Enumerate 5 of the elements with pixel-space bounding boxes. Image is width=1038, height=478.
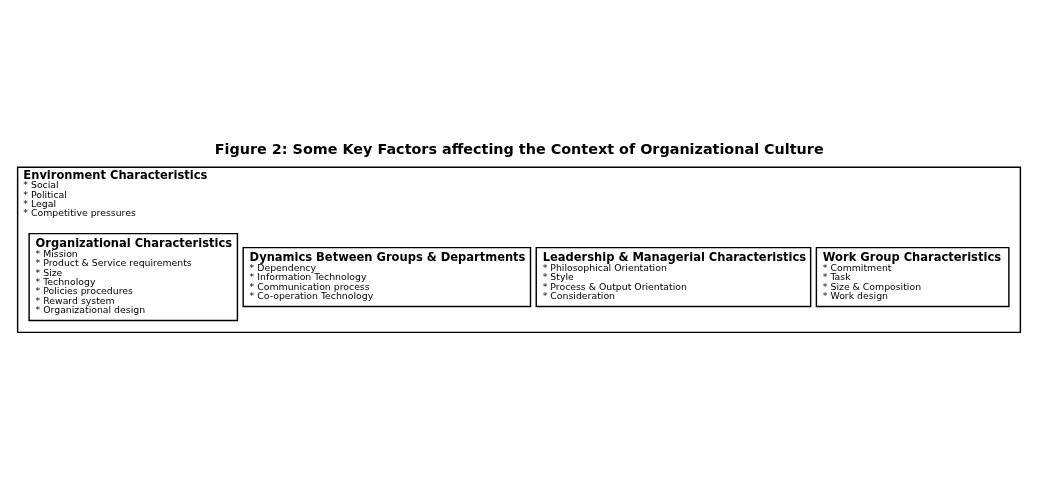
- node-box: Leadership & Managerial Characteristics * Philosophical Orientation * Style * Process & Output Orientation * Consideration: [535, 246, 812, 308]
- node-box: Work Group Characteristics * Commitment * Task * Size & Composition * Work design: [815, 246, 1010, 308]
- node-box: Dynamics Between Groups & Departments * Dependency * Information Technology * Communication process * Co-operation Technology: [242, 246, 532, 308]
- node-box: Organizational Characteristics * Mission * Product & Service requirements * Size * Technology * Policies procedures * Reward system * Organizational design: [28, 232, 239, 322]
- diagram-title: Figure 2: Some Key Factors affecting the Context of Organizational Culture: [214, 140, 824, 157]
